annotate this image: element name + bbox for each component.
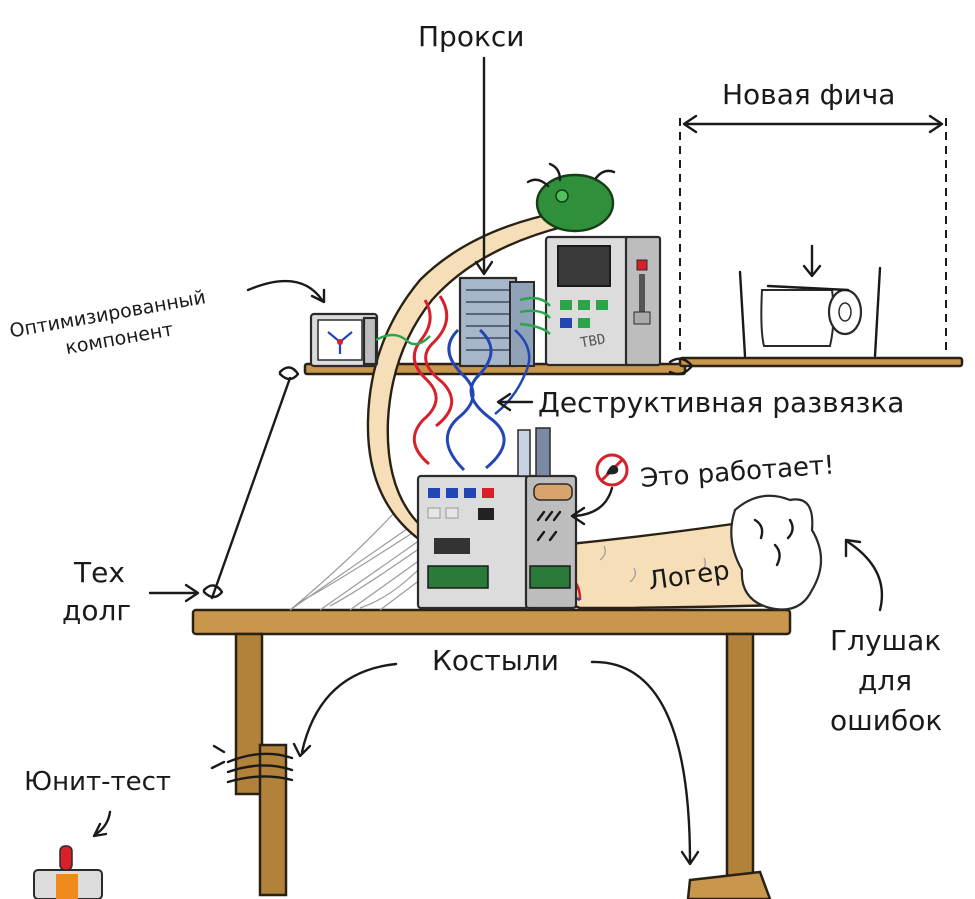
tech-debt-label-line2: долг [62, 594, 131, 627]
proxy-rack [458, 276, 535, 368]
table [191, 608, 792, 899]
shelf [202, 356, 964, 600]
spider-web [289, 511, 421, 611]
it-works-label: Это работает! [639, 450, 835, 493]
optimized-component-label: Оптимизированный компонент [8, 286, 207, 359]
optimized-component-box [309, 312, 379, 368]
new-feature-roll [679, 114, 947, 358]
table-top [191, 608, 792, 636]
green-bug [526, 162, 616, 233]
it-works-sign [595, 453, 629, 487]
error-muffler-label-line3: ошибок [830, 704, 942, 737]
crutches-label: Костыли [432, 644, 559, 677]
unit-test-device [33, 845, 103, 899]
table-leg-left-upper [234, 632, 264, 796]
crutch-block [686, 870, 772, 899]
tbd-machine: TBD [544, 235, 662, 367]
error-muffler-label-line2: для [858, 664, 912, 697]
new-feature-label: Новая фича [722, 78, 895, 111]
annotation-arrows [92, 56, 884, 866]
tbd-sticker: TBD [579, 331, 607, 351]
main-control-box [416, 427, 578, 610]
error-muffler-label-line1: Глушак [830, 624, 941, 657]
leg-binding [210, 744, 294, 784]
tech-debt-label-line1: Тех [73, 556, 125, 589]
proxy-label: Прокси [418, 20, 524, 53]
destructive-decoupling-label: Деструктивная развязка [538, 386, 904, 419]
error-muffler-pillow [730, 494, 822, 611]
shelf-extension-board [678, 356, 964, 368]
table-leg-right [725, 632, 755, 891]
table-leg-left-lower [258, 743, 288, 897]
unit-test-label: Юнит-тест [24, 767, 171, 797]
